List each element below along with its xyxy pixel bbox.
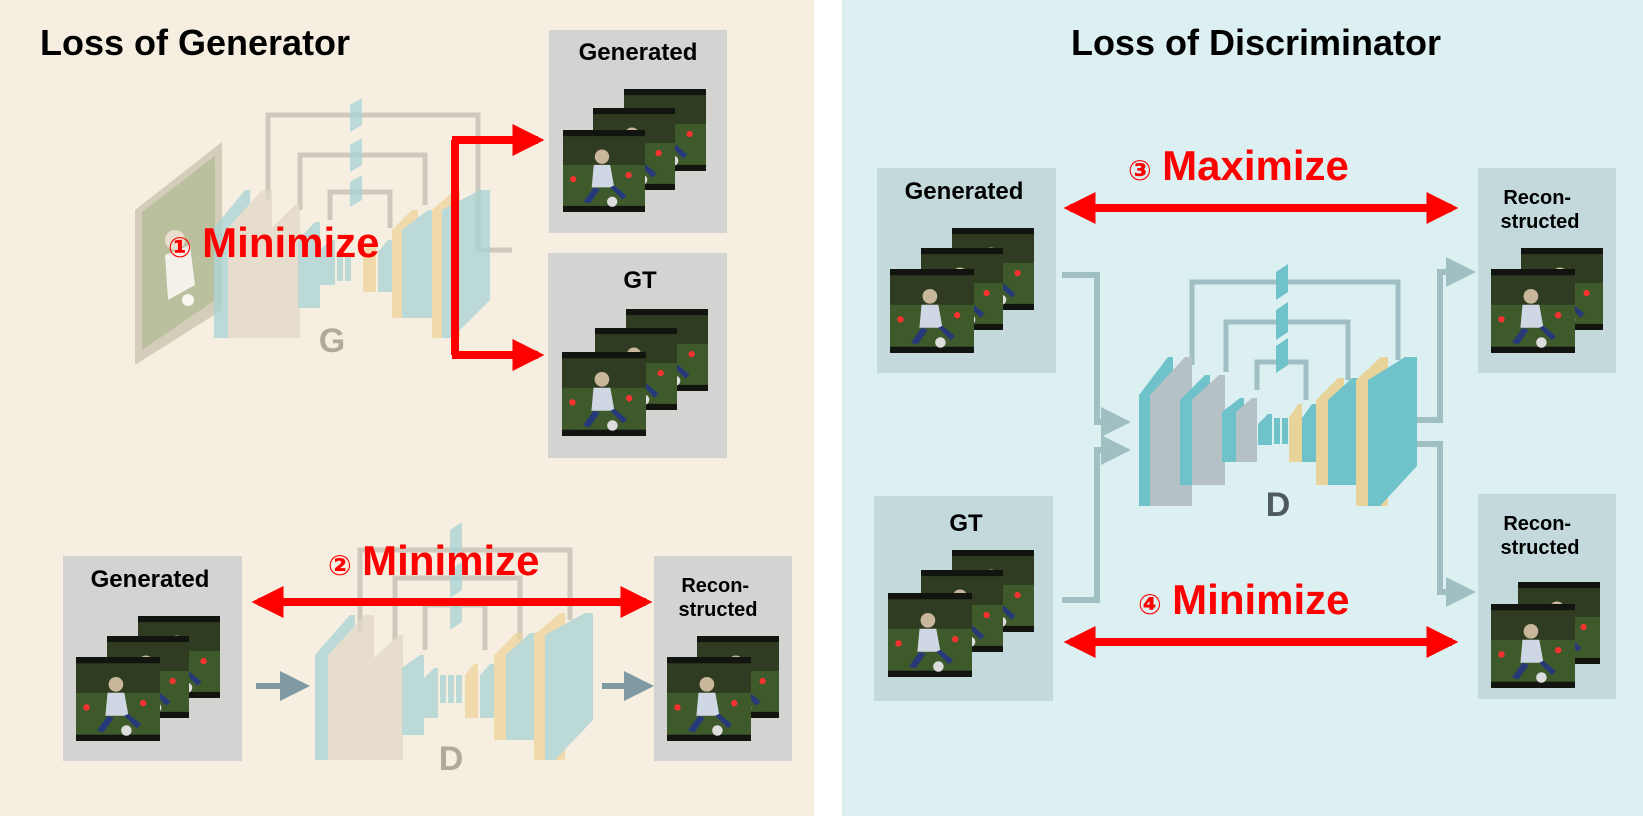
- reconstructed-box-bottom-right-label: Recon- structed: [1501, 513, 1580, 559]
- step4-text: Minimize: [1172, 576, 1349, 623]
- step2-number: ②: [328, 550, 352, 581]
- discriminator-network-right: D: [1139, 264, 1417, 524]
- step2-label: ② Minimize: [328, 537, 540, 584]
- reconstructed-box-top-right-label: Recon- structed: [1501, 187, 1580, 233]
- step3-text: Maximize: [1162, 142, 1349, 189]
- input-image: [135, 142, 222, 365]
- left-panel-title: Loss of Generator: [40, 22, 350, 63]
- reconstructed-box-bottom-left: Recon- structed: [654, 556, 792, 761]
- step1-text: Minimize: [202, 219, 379, 266]
- generated-box-bottom: Generated: [63, 556, 242, 761]
- gt-box-right: GT: [874, 496, 1053, 701]
- recon-line1: Recon-: [1503, 513, 1571, 535]
- frame-1: [888, 593, 972, 677]
- reconstructed-box-bottom-left-label: Recon- structed: [679, 575, 758, 621]
- reconstructed-box-top-right: Recon- structed: [1478, 168, 1616, 373]
- step1-number: ①: [168, 232, 192, 263]
- discriminator-right-layers: [1139, 357, 1417, 506]
- recon-line1: Recon-: [1503, 187, 1571, 209]
- recon-line1: Recon-: [681, 575, 749, 597]
- frame-1: [1491, 269, 1575, 353]
- step4-label: ④ Minimize: [1138, 576, 1350, 623]
- discriminator-right-bottleneck: [1276, 264, 1288, 373]
- gt-box-right-label: GT: [949, 510, 983, 537]
- discriminator-left-label: D: [439, 740, 464, 778]
- frame-1: [563, 130, 645, 212]
- frame-1: [1491, 604, 1575, 688]
- step1-label: ① Minimize: [168, 219, 380, 266]
- recon-line2: structed: [1501, 537, 1580, 559]
- recon-line2: structed: [1501, 211, 1580, 233]
- generated-box-right-label: Generated: [905, 178, 1024, 205]
- generator-bottleneck-blocks: [350, 98, 362, 207]
- generated-box-bottom-label: Generated: [91, 566, 210, 593]
- generator-output-arrows: [451, 124, 545, 371]
- generator-encoder-layers: [214, 190, 351, 338]
- frame-1: [562, 352, 646, 436]
- generated-box-right: Generated: [877, 168, 1056, 373]
- step3-number: ③: [1128, 155, 1152, 186]
- discriminator-input-connectors: [1062, 272, 1131, 603]
- discriminator-left-layers: [315, 613, 593, 760]
- gt-box-left-label: GT: [623, 267, 657, 294]
- generated-box-top-label: Generated: [579, 39, 698, 66]
- step2-text: Minimize: [362, 537, 539, 584]
- step3-label: ③ Maximize: [1128, 142, 1349, 189]
- gt-box-left: GT: [548, 253, 727, 458]
- right-panel-title: Loss of Discriminator: [1071, 22, 1441, 63]
- discriminator-output-connectors: [1417, 257, 1476, 607]
- frame-1: [890, 269, 974, 353]
- reconstructed-box-bottom-right: Recon- structed: [1478, 494, 1616, 699]
- recon-line2: structed: [679, 599, 758, 621]
- step4-number: ④: [1138, 589, 1162, 620]
- generated-box-top: Generated: [549, 30, 727, 233]
- discriminator-right-label: D: [1266, 486, 1291, 524]
- discriminator-network-left: D: [315, 522, 593, 778]
- frame-1: [667, 657, 751, 741]
- generator-label: G: [319, 322, 345, 360]
- frame-1: [76, 657, 160, 741]
